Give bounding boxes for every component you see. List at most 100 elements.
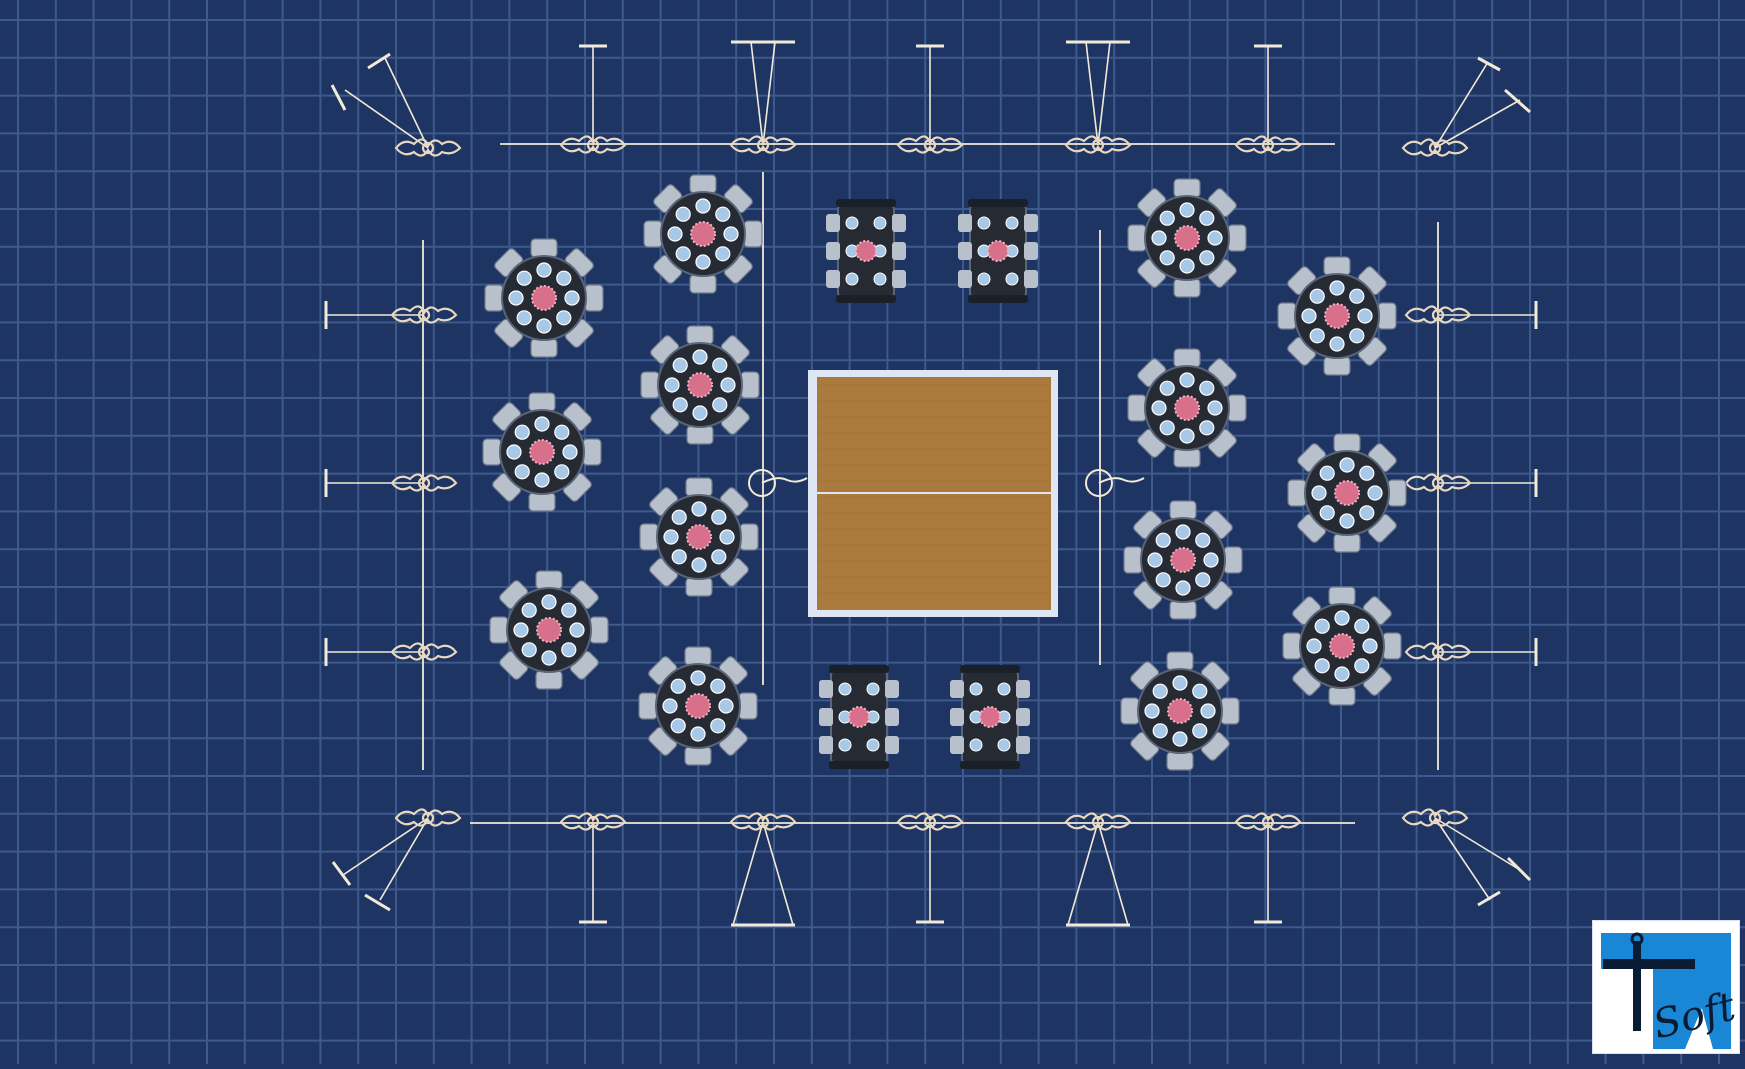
round-table bbox=[1282, 586, 1402, 706]
chair bbox=[958, 214, 972, 232]
dance-floor-panel bbox=[817, 377, 1051, 492]
chair bbox=[584, 284, 604, 312]
place-setting bbox=[556, 310, 572, 326]
chair bbox=[1387, 479, 1407, 507]
banquet-table bbox=[958, 199, 1038, 303]
banquet-table bbox=[819, 665, 899, 769]
place-setting bbox=[838, 682, 852, 696]
chair bbox=[1024, 242, 1038, 260]
place-setting bbox=[1159, 420, 1175, 436]
place-setting bbox=[977, 216, 991, 230]
centerpiece bbox=[987, 240, 1009, 262]
chair bbox=[885, 708, 899, 726]
centerpiece bbox=[1324, 303, 1350, 329]
place-setting bbox=[514, 424, 530, 440]
rope-knot bbox=[390, 305, 458, 324]
round-table bbox=[1127, 348, 1247, 468]
rope-knot bbox=[1401, 138, 1469, 157]
rope-knot bbox=[1401, 808, 1469, 827]
chair bbox=[530, 338, 558, 358]
chair bbox=[1328, 686, 1356, 706]
place-setting bbox=[1349, 288, 1365, 304]
chair bbox=[1127, 224, 1147, 252]
place-setting bbox=[670, 718, 686, 734]
chair bbox=[684, 646, 712, 666]
chair bbox=[968, 295, 1028, 303]
chair bbox=[1282, 632, 1302, 660]
centerpiece bbox=[855, 240, 877, 262]
centerpiece bbox=[529, 439, 555, 465]
centerpiece bbox=[685, 693, 711, 719]
place-setting bbox=[1339, 513, 1355, 529]
place-setting bbox=[1203, 552, 1219, 568]
place-setting bbox=[513, 622, 529, 638]
chair bbox=[528, 492, 556, 512]
place-setting bbox=[1334, 666, 1350, 682]
place-setting bbox=[1367, 485, 1383, 501]
centerpiece bbox=[979, 706, 1001, 728]
tent-pole bbox=[559, 812, 627, 924]
tent-pole bbox=[559, 44, 627, 154]
place-setting bbox=[1195, 532, 1211, 548]
place-setting bbox=[1354, 658, 1370, 674]
chair bbox=[1173, 448, 1201, 468]
place-setting bbox=[711, 509, 727, 525]
place-setting bbox=[710, 718, 726, 734]
chair bbox=[740, 371, 760, 399]
chair bbox=[1016, 708, 1030, 726]
place-setting bbox=[1207, 400, 1223, 416]
round-table bbox=[482, 392, 602, 512]
place-setting bbox=[534, 416, 550, 432]
rope-knot bbox=[729, 812, 797, 831]
place-setting bbox=[715, 206, 731, 222]
chair bbox=[885, 680, 899, 698]
round-table bbox=[1123, 500, 1243, 620]
place-setting bbox=[1354, 618, 1370, 634]
rope-knot bbox=[1234, 135, 1302, 154]
rope-knot bbox=[394, 808, 462, 827]
chair bbox=[689, 174, 717, 194]
chair bbox=[1127, 394, 1147, 422]
chair bbox=[589, 616, 609, 644]
round-table bbox=[484, 238, 604, 358]
place-setting bbox=[670, 678, 686, 694]
rope-knot bbox=[1234, 812, 1302, 831]
tent-pole bbox=[1404, 638, 1538, 666]
place-setting bbox=[569, 622, 585, 638]
tent-pole bbox=[1064, 812, 1132, 927]
place-setting bbox=[1195, 572, 1211, 588]
place-setting bbox=[1147, 552, 1163, 568]
place-setting bbox=[720, 377, 736, 393]
place-setting bbox=[671, 509, 687, 525]
round-table bbox=[1277, 256, 1397, 376]
place-setting bbox=[845, 272, 859, 286]
place-setting bbox=[672, 357, 688, 373]
place-setting bbox=[1306, 638, 1322, 654]
place-setting bbox=[690, 726, 706, 742]
chair bbox=[836, 199, 896, 207]
place-setting bbox=[1151, 400, 1167, 416]
chair bbox=[892, 270, 906, 288]
place-setting bbox=[997, 682, 1011, 696]
chair bbox=[885, 736, 899, 754]
chair bbox=[958, 270, 972, 288]
centerpiece bbox=[536, 617, 562, 643]
chair bbox=[960, 761, 1020, 769]
place-setting bbox=[561, 642, 577, 658]
chair bbox=[689, 274, 717, 294]
tent-pole bbox=[1401, 808, 1532, 907]
chair bbox=[685, 577, 713, 597]
chair bbox=[1287, 479, 1307, 507]
rope-knot bbox=[1064, 135, 1132, 154]
centerpiece bbox=[690, 221, 716, 247]
centerpiece bbox=[848, 706, 870, 728]
chair bbox=[684, 746, 712, 766]
dance-floor-panel bbox=[817, 494, 1051, 610]
tent-pole bbox=[1401, 56, 1531, 157]
chair bbox=[1123, 546, 1143, 574]
chair bbox=[484, 284, 504, 312]
place-setting bbox=[1329, 336, 1345, 352]
place-setting bbox=[506, 444, 522, 460]
